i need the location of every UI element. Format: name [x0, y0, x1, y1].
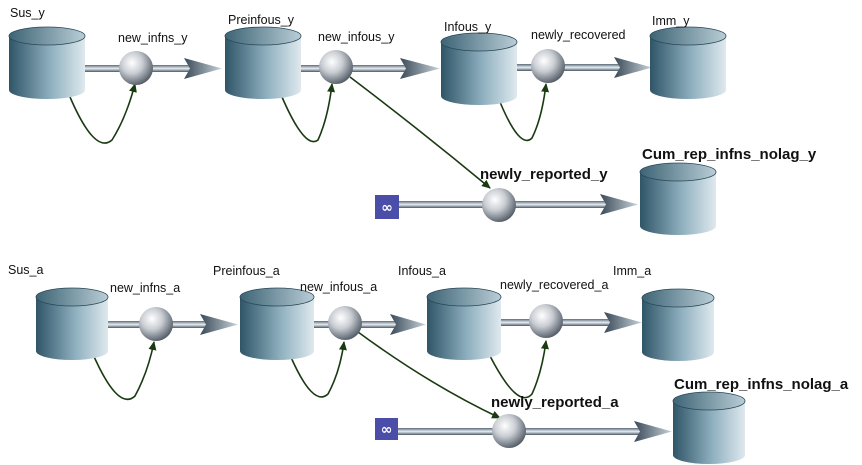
- stock-infous-y[interactable]: [440, 32, 518, 105]
- valve-new-infns-y[interactable]: [119, 51, 153, 85]
- infinity-icon: ∞: [381, 422, 393, 438]
- valve-newly-reported-a[interactable]: [492, 414, 526, 448]
- valve-new-infous-y[interactable]: [319, 50, 353, 84]
- link-new-infous-to-newly-reported-y: [349, 76, 491, 189]
- label-imm-a: Imm_a: [613, 264, 651, 278]
- stock-imm-y[interactable]: [649, 26, 727, 99]
- label-preinfous-y: Preinfous_y: [228, 13, 295, 27]
- pipe-arrow-icon: [200, 314, 238, 335]
- label-new-infous-y: new_infous_y: [318, 30, 395, 44]
- label-sus-a: Sus_a: [8, 263, 43, 277]
- link-sus-to-new-infns-y: [69, 83, 137, 144]
- pipe-arrow-icon: [184, 58, 222, 79]
- stock-infous-a[interactable]: [426, 287, 502, 360]
- stock-sus-a[interactable]: [35, 287, 109, 360]
- valve-new-infns-a[interactable]: [139, 307, 173, 341]
- stock-cum-rep-infns-nolag-y[interactable]: [639, 162, 717, 235]
- label-infous-a: Infous_a: [398, 264, 446, 278]
- label-preinfous-a: Preinfous_a: [213, 264, 280, 278]
- pipe-arrow-icon: [604, 312, 642, 333]
- link-inf-to-newly-recovered-y: [499, 83, 550, 142]
- link-new-infous-to-newly-reported-a: [357, 331, 501, 419]
- label-imm-y: Imm_y: [652, 14, 690, 28]
- label-new-infns-y: new_infns_y: [118, 31, 188, 45]
- link-inf-to-newly-recovered-a: [489, 340, 549, 399]
- pipe-preinf-to-inf-y: [300, 65, 420, 72]
- valve-newly-recovered-y[interactable]: [531, 49, 565, 83]
- valve-new-infous-a[interactable]: [328, 306, 362, 340]
- valve-newly-recovered-a[interactable]: [529, 304, 563, 338]
- pipe-preinf-to-inf-a: [314, 321, 410, 328]
- source-cloud-y[interactable]: ∞: [375, 195, 399, 219]
- label-cum-rep-infns-nolag-a: Cum_rep_infns_nolag_a: [674, 376, 849, 393]
- pipe-inf-to-imm-y: [516, 64, 634, 71]
- link-preinf-to-new-infous-a: [289, 341, 347, 398]
- label-infous-y: Infous_y: [444, 20, 492, 34]
- pipe-arrow-icon: [400, 58, 440, 79]
- stock-cum-rep-infns-nolag-a[interactable]: [672, 391, 746, 464]
- pipe-arrow-icon: [634, 421, 672, 442]
- pipe-arrow-icon: [390, 314, 426, 335]
- label-new-infous-a: new_infous_a: [300, 280, 377, 294]
- label-newly-reported-a: newly_reported_a: [491, 394, 619, 411]
- source-cloud-a[interactable]: ∞: [375, 418, 398, 440]
- label-newly-recovered-y: newly_recovered: [531, 28, 626, 42]
- stock-preinfous-y[interactable]: [224, 26, 302, 99]
- label-new-infns-a: new_infns_a: [110, 281, 180, 295]
- label-sus-y: Sus_y: [10, 6, 45, 20]
- stock-preinfous-a[interactable]: [239, 287, 315, 360]
- top-model: ∞ Sus_y new_infns_y Preinfous_y new_info…: [8, 6, 817, 235]
- label-newly-reported-y: newly_reported_y: [480, 166, 608, 183]
- link-sus-to-new-infns-a: [91, 341, 157, 401]
- stock-sus-y[interactable]: [8, 26, 86, 99]
- label-newly-recovered-a: newly_recovered_a: [500, 278, 608, 292]
- label-cum-rep-infns-nolag-y: Cum_rep_infns_nolag_y: [642, 146, 817, 163]
- valve-newly-reported-y[interactable]: [482, 188, 516, 222]
- infinity-icon: ∞: [381, 200, 393, 216]
- bottom-model: ∞ Sus_a new_infns_a Preinfous_a new_info…: [8, 263, 849, 464]
- pipe-arrow-icon: [600, 194, 638, 215]
- pipe-arrow-icon: [614, 57, 652, 78]
- link-preinf-to-new-infous-y: [281, 83, 336, 143]
- stock-imm-a[interactable]: [641, 288, 715, 361]
